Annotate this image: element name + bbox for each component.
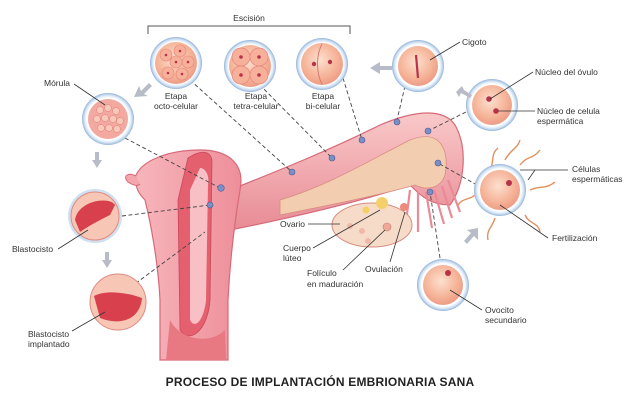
svg-text:Mórula: Mórula <box>44 78 70 88</box>
cleavage-bracket: Escisión <box>147 13 351 34</box>
diagram-title: PROCESO DE IMPLANTACIÓN EMBRIONARIA SANA <box>166 374 475 389</box>
svg-text:Ovulación: Ovulación <box>365 264 403 274</box>
svg-text:lúteo: lúteo <box>283 253 302 263</box>
uterus <box>125 149 242 361</box>
arrow-up-left-icon <box>456 86 472 98</box>
svg-text:Etapa: Etapa <box>165 91 187 101</box>
svg-text:espermáticas: espermáticas <box>572 174 623 184</box>
svg-text:Fertilización: Fertilización <box>552 233 598 243</box>
zygote: Cigoto <box>392 37 487 92</box>
octo-cellular-stage: Etapa octo-celular <box>150 37 202 111</box>
arrow-left-icon <box>370 62 392 74</box>
svg-text:Etapa: Etapa <box>312 91 334 101</box>
svg-text:Núcleo del óvulo: Núcleo del óvulo <box>535 67 598 77</box>
svg-text:octo-celular: octo-celular <box>154 101 198 111</box>
morula: Mórula <box>44 78 134 145</box>
arrow-down-icon-2 <box>102 252 112 268</box>
ovum-with-nuclei: Núcleo del óvulo Núcleo de celula esperm… <box>466 67 600 131</box>
blastocyst: Blastocisto <box>12 189 122 254</box>
svg-text:Etapa: Etapa <box>245 91 267 101</box>
svg-text:Folículo: Folículo <box>307 268 337 278</box>
svg-text:Cigoto: Cigoto <box>462 37 487 47</box>
svg-text:bi-celular: bi-celular <box>306 101 341 111</box>
svg-text:en maduración: en maduración <box>307 279 364 289</box>
tetra-cellular-stage: Etapa tetra-celular <box>224 40 279 111</box>
connector-lines <box>119 77 478 296</box>
svg-text:espermática: espermática <box>537 116 584 126</box>
cleavage-label: Escisión <box>233 13 265 23</box>
bi-cellular-stage: Etapa bi-celular <box>296 38 348 111</box>
secondary-oocyte: Ovocito secundario <box>417 259 527 325</box>
fertilization: Células espermáticas Fertilización <box>457 139 623 243</box>
svg-text:secundario: secundario <box>485 315 527 325</box>
svg-text:Blastocisto: Blastocisto <box>28 329 69 339</box>
arrow-down-icon <box>92 152 102 168</box>
svg-text:Ovario: Ovario <box>280 219 305 229</box>
arrow-down-left-icon <box>134 83 152 97</box>
ovary-labels: Ovario Cuerpo lúteo Folículo en maduraci… <box>280 209 406 289</box>
svg-text:Ovocito: Ovocito <box>485 305 514 315</box>
svg-text:Blastocisto: Blastocisto <box>12 244 53 254</box>
svg-text:Cuerpo: Cuerpo <box>283 243 311 253</box>
svg-text:implantado: implantado <box>28 339 70 349</box>
fallopian-tube <box>229 112 464 232</box>
tube-markers <box>206 118 442 209</box>
arrow-up-right-icon <box>464 228 478 244</box>
svg-text:tetra-celular: tetra-celular <box>234 101 279 111</box>
svg-text:Núcleo de celula: Núcleo de celula <box>537 106 600 116</box>
svg-text:Células: Células <box>572 164 600 174</box>
ovary <box>331 197 413 248</box>
process-arrows <box>92 62 478 268</box>
implanted-blastocyst: Blastocisto implantado <box>28 273 147 349</box>
